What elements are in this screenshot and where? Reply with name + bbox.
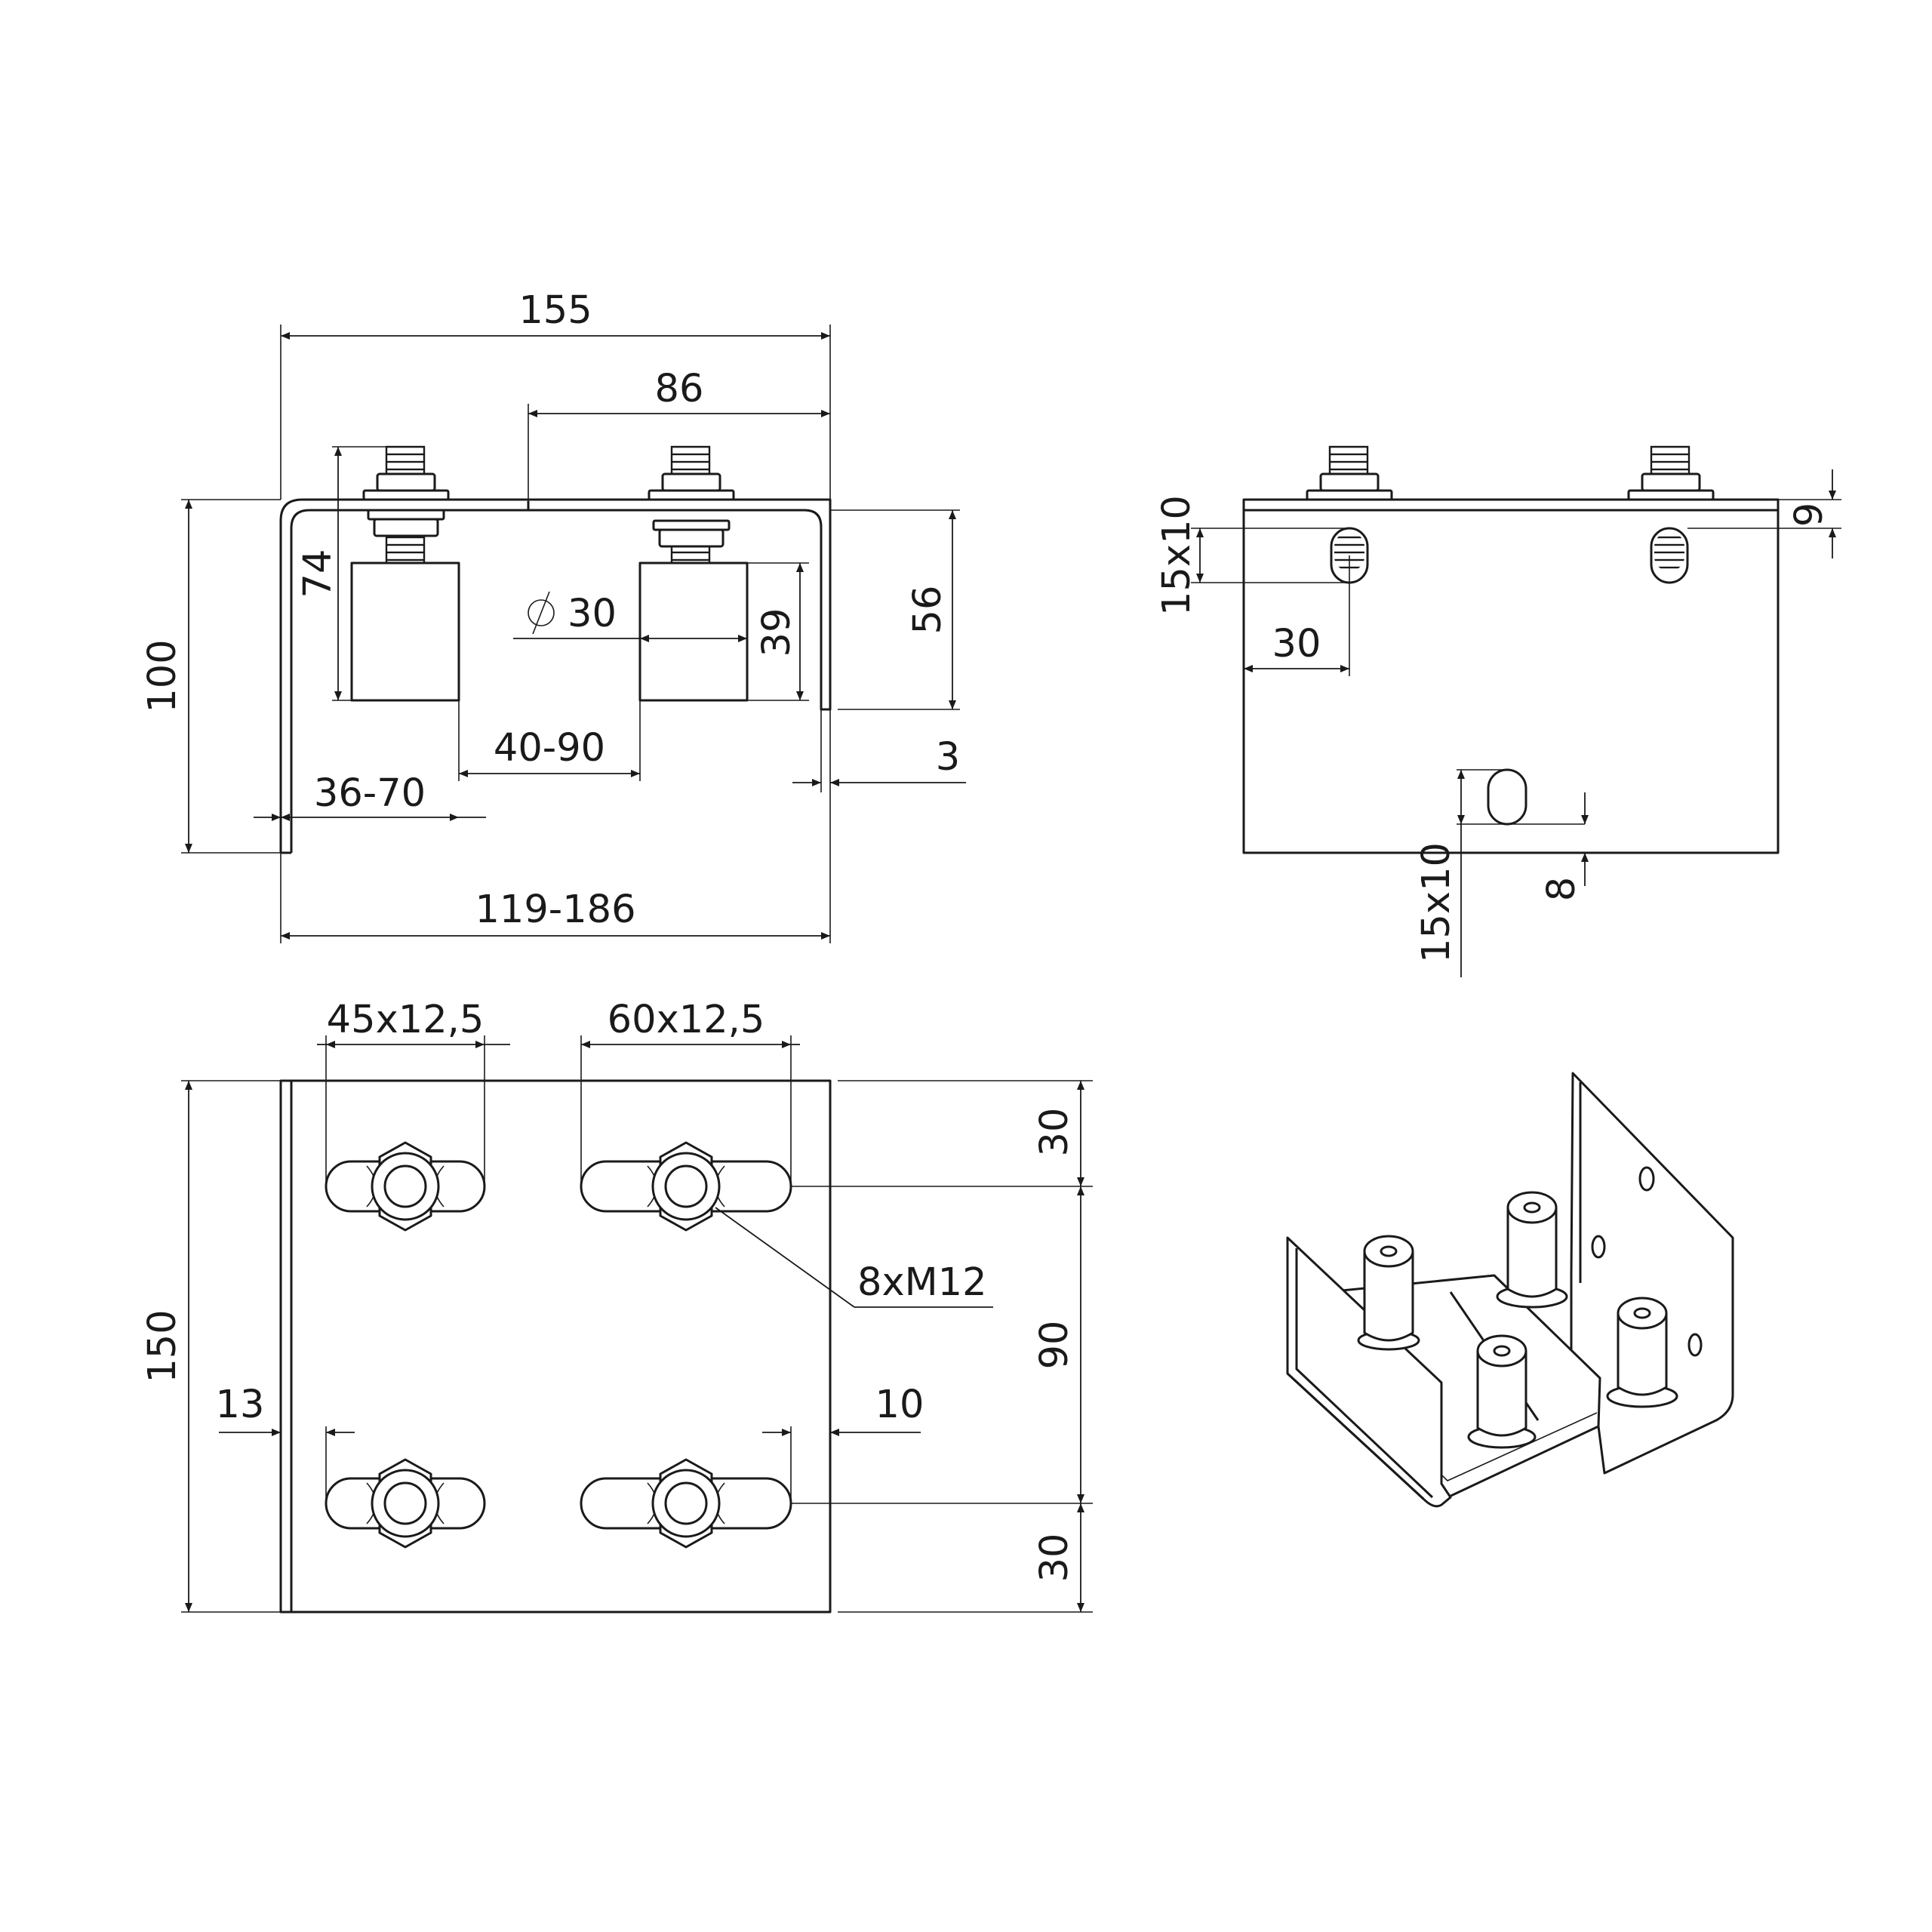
left-roller-assembly <box>350 445 460 702</box>
side-plate <box>1242 498 1780 854</box>
dim-offset-top: 30 <box>1032 1108 1077 1157</box>
dim-edge-right: 10 <box>875 1383 924 1427</box>
iso-wall-hole-2 <box>1591 1235 1606 1259</box>
iso-wall-hole-1 <box>1638 1166 1655 1192</box>
base-plate <box>279 1079 832 1614</box>
front-view: 155 86 100 74 30 39 56 40 <box>140 288 966 943</box>
dim-slot-from-bottom: 8 <box>1540 877 1584 901</box>
dim-stud-height: 74 <box>296 549 340 598</box>
iso-left-wall <box>1286 1236 1452 1508</box>
dim-roller-height: 39 <box>755 608 799 657</box>
iso-wall-hole-3 <box>1687 1333 1703 1357</box>
dim-side-height: 56 <box>906 586 950 635</box>
bracket-profile <box>279 498 832 853</box>
dim-overall-width: 155 <box>518 288 592 333</box>
iso-roller-1 <box>1357 1235 1420 1351</box>
dim-slot-bottom: 15x10 <box>1414 842 1459 963</box>
dim-edge-left: 13 <box>216 1383 265 1427</box>
dim-offset-bottom: 30 <box>1032 1534 1077 1583</box>
isometric-view <box>1286 1072 1734 1508</box>
slot-bottom <box>1487 768 1527 826</box>
dim-slot-from-top: 9 <box>1787 503 1832 527</box>
iso-roller-2 <box>1496 1191 1568 1309</box>
dim-track-range: 119-186 <box>475 888 635 932</box>
iso-roller-4 <box>1467 1334 1537 1449</box>
bolt-slot-top-right <box>580 1141 792 1232</box>
right-roller-assembly <box>638 445 749 702</box>
dim-hole-spacing: 90 <box>1032 1321 1077 1370</box>
side-stud-right <box>1627 445 1715 501</box>
dim-side-offset: 36-70 <box>314 771 426 816</box>
slot-top-left-thread <box>1334 533 1364 571</box>
dim-slot-top: 15x10 <box>1155 495 1199 616</box>
top-view: 45x12,5 60x12,5 8xM12 150 13 10 <box>140 998 1093 1614</box>
iso-roller-3 <box>1606 1297 1678 1408</box>
dim-roller-diameter: 30 <box>568 592 617 636</box>
bolt-slot-bottom-left <box>325 1458 486 1549</box>
side-view: 15x10 9 30 15x10 8 <box>1155 445 1841 977</box>
dim-slot-left: 45x12,5 <box>327 998 485 1042</box>
slot-top-right-thread <box>1654 533 1684 571</box>
side-stud-left <box>1306 445 1393 501</box>
dim-slot-right: 60x12,5 <box>608 998 765 1042</box>
dim-width: 150 <box>140 1309 185 1383</box>
bolt-slot-top-left <box>325 1141 486 1232</box>
dim-slot-offset: 30 <box>1272 622 1321 666</box>
bolt-slot-bottom-right <box>580 1458 792 1549</box>
dim-height: 100 <box>140 639 185 712</box>
dim-roller-spacing: 40-90 <box>494 726 605 771</box>
dim-rail-span: 86 <box>655 367 704 411</box>
dim-thickness: 3 <box>936 735 960 780</box>
bolt-callout: 8xM12 <box>857 1260 987 1305</box>
